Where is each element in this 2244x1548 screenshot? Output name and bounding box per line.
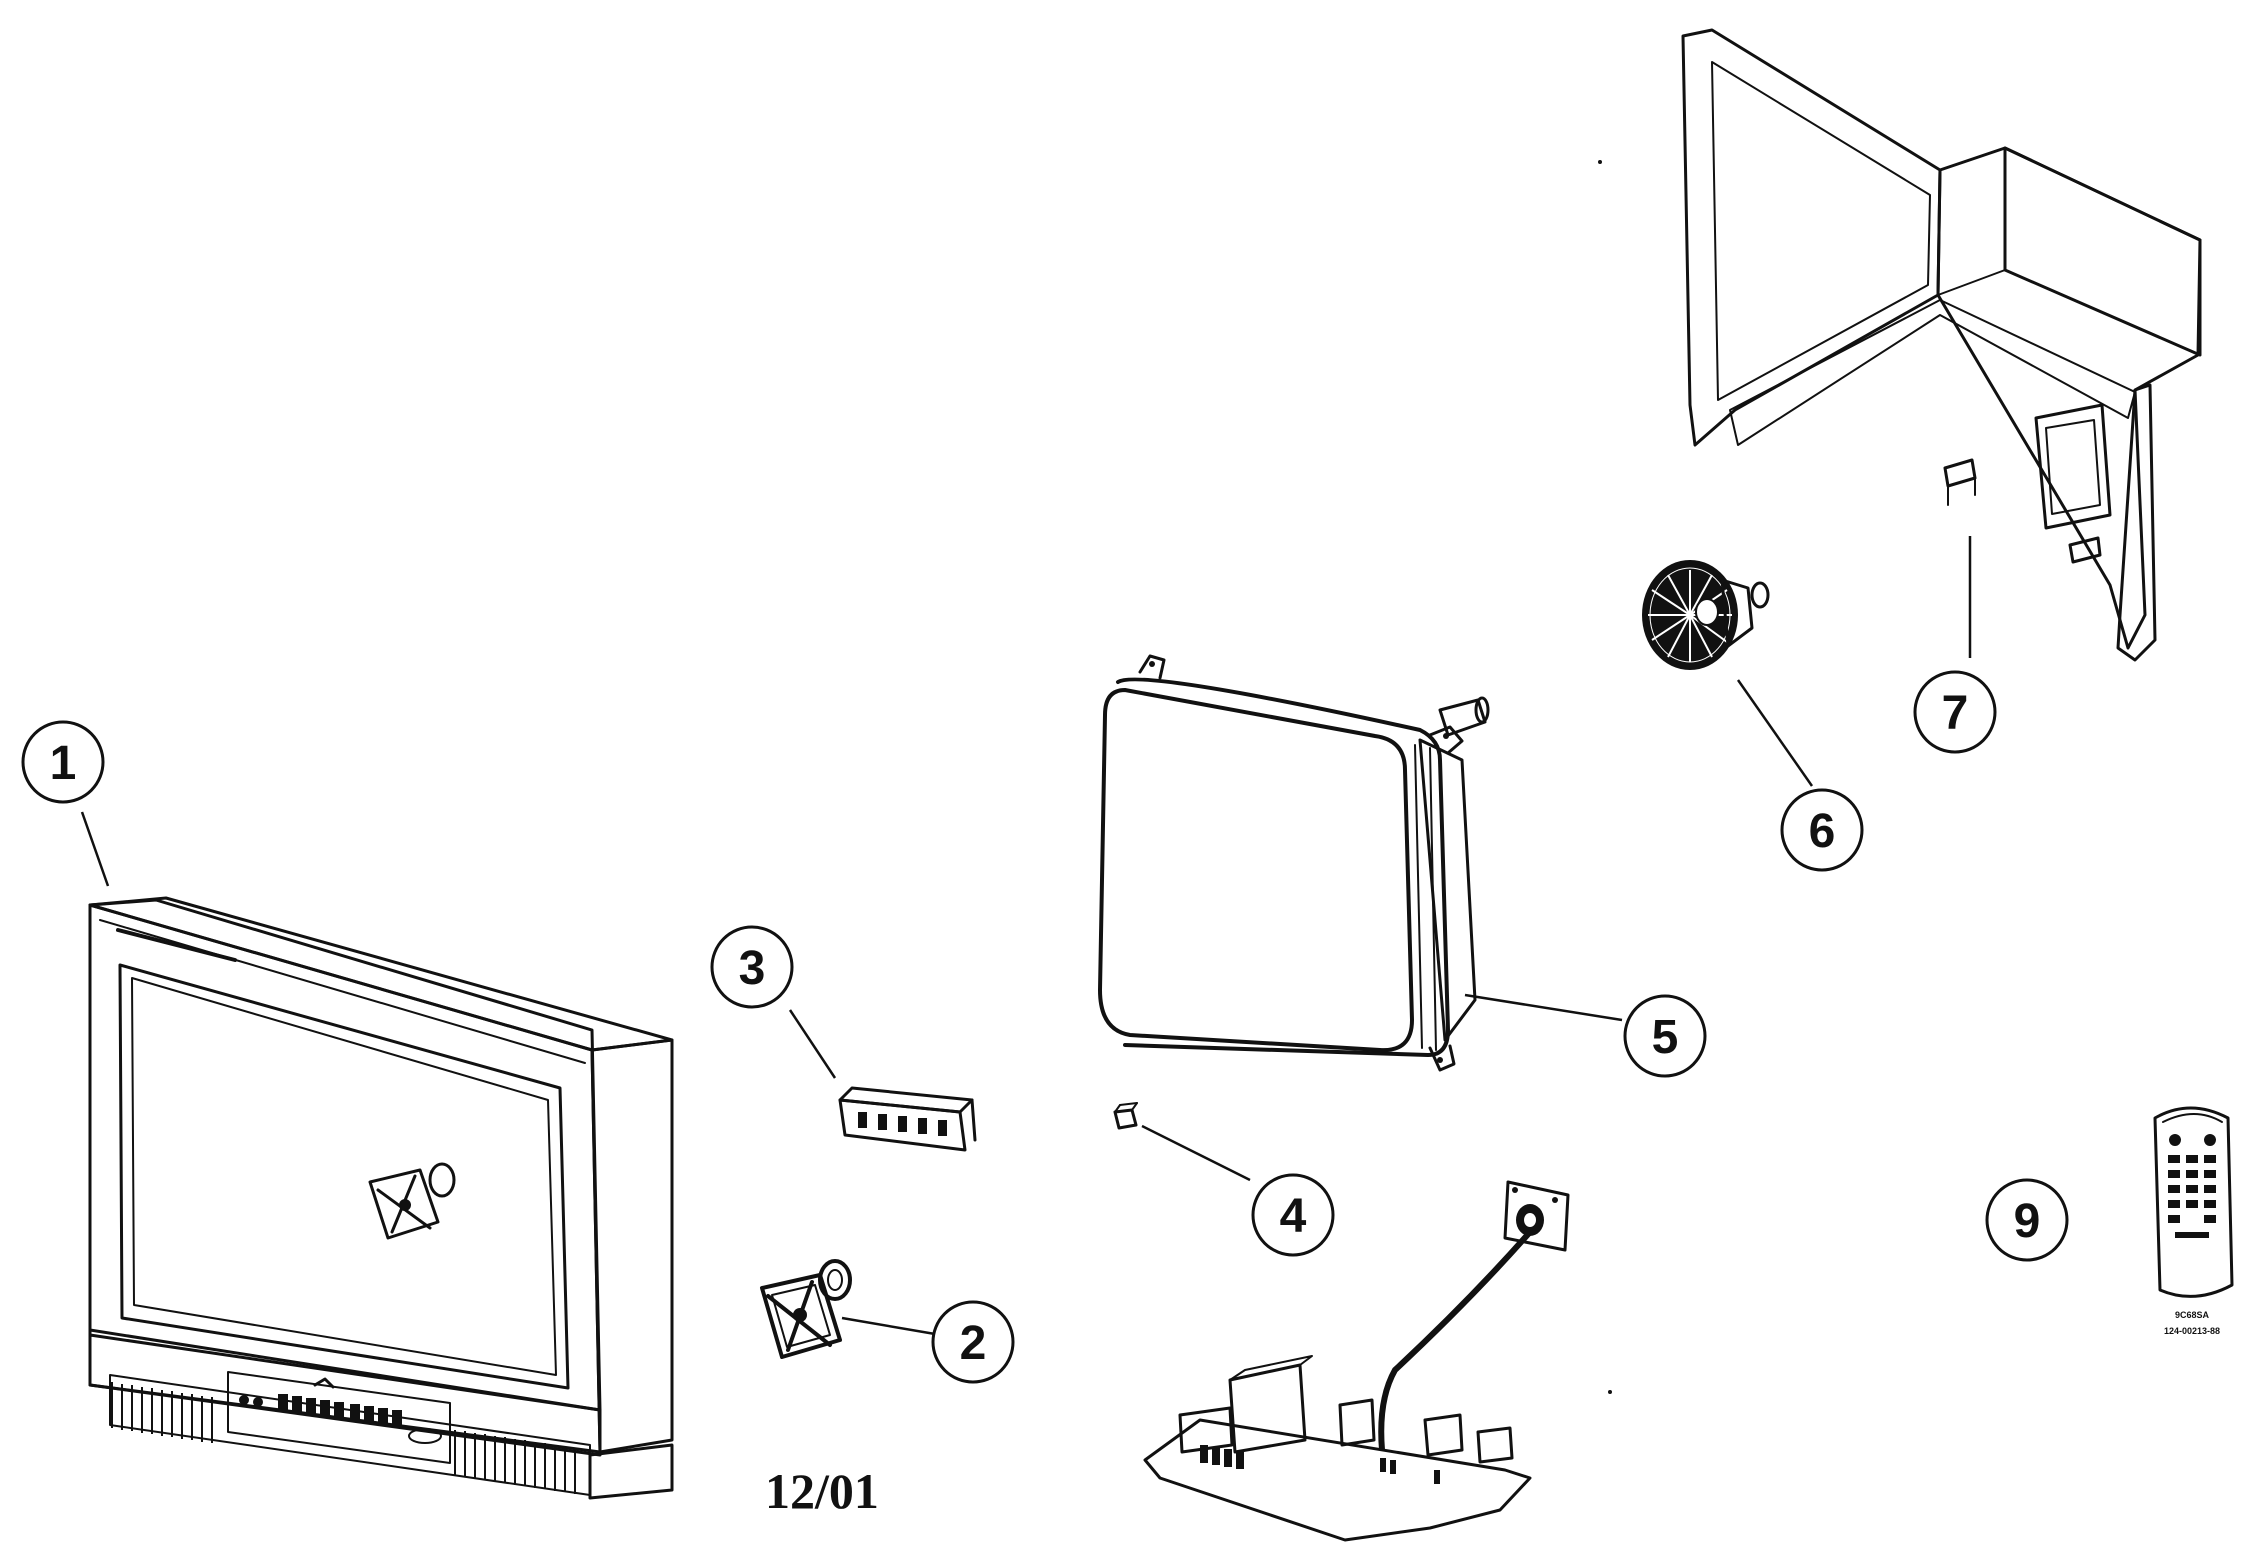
remote-model-code: 9C68SA: [2175, 1310, 2210, 1320]
callout-4: 4: [1251, 1173, 1335, 1257]
callout-3-label: 3: [739, 942, 766, 995]
callout-9-label: 9: [2014, 1195, 2041, 1248]
callout-7: 7: [1913, 670, 1997, 754]
callout-1-label: 1: [50, 737, 77, 790]
remote-control-part: 9C68SA 124-00213-88: [2153, 1106, 2234, 1336]
small-knob-part: [1113, 1102, 1138, 1130]
callout-3: 3: [710, 925, 794, 1009]
callout-9: 9: [1985, 1178, 2069, 1262]
callout-5-label: 5: [1652, 1011, 1679, 1064]
callout-2: 2: [931, 1300, 1015, 1384]
callout-5: 5: [1623, 994, 1707, 1078]
back-cabinet-part: [1681, 28, 2202, 662]
remote-part-number: 124-00213-88: [2164, 1326, 2220, 1336]
speaker-part: [1642, 560, 1770, 670]
control-keys-part: [838, 1086, 977, 1152]
picture-tube-part: [1098, 654, 1490, 1072]
leader-lines: [80, 536, 1972, 1336]
callout-6: 6: [1780, 788, 1864, 872]
tv-cabinet-part: [88, 896, 674, 1500]
callout-7-label: 7: [1942, 687, 1969, 740]
screen-yoke-icon: [368, 1162, 456, 1240]
callout-6-label: 6: [1809, 805, 1836, 858]
deflection-yoke-part: [760, 1259, 852, 1359]
main-circuit-board-part: [1143, 1180, 1570, 1542]
date-code: 12/01: [765, 1463, 879, 1519]
callout-4-label: 4: [1280, 1190, 1307, 1243]
callout-1: 1: [21, 720, 105, 804]
callout-2-label: 2: [960, 1317, 987, 1370]
